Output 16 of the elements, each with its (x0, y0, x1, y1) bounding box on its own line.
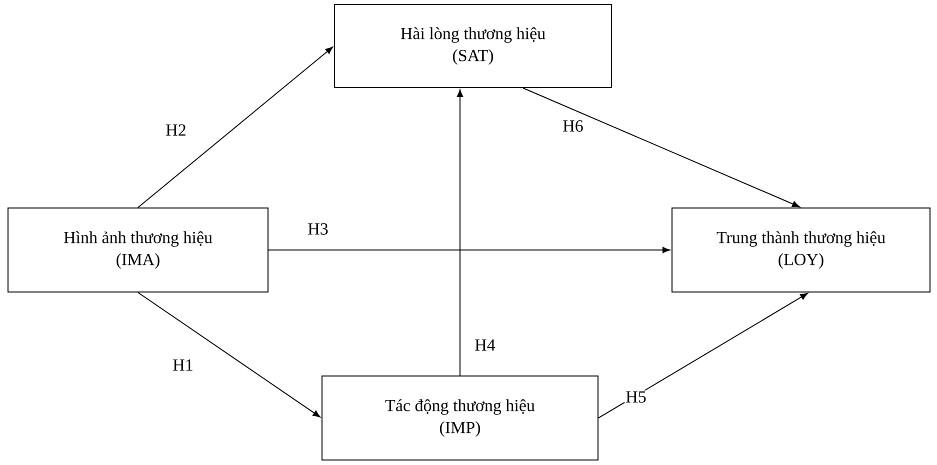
edge-label: H4 (474, 338, 496, 352)
concept-box: Trung thành thương hiệu (LOY) (672, 208, 930, 292)
arrow (138, 46, 333, 208)
arrow (522, 88, 800, 208)
edge-label: H2 (164, 123, 188, 137)
edge-label: H3 (306, 222, 330, 236)
concept-box: Tác động thương hiệu (IMP) (322, 375, 598, 460)
arrow (598, 293, 808, 418)
edge-label: H5 (624, 390, 648, 404)
edge-label: H1 (172, 358, 194, 372)
arrow (138, 292, 320, 418)
concept-box: Hài lòng thương hiệu (SAT) (334, 4, 612, 88)
arrow (268, 246, 670, 254)
concept-box: Hình ảnh thương hiệu (IMA) (8, 208, 268, 292)
edge-label: H6 (562, 119, 584, 133)
arrow (456, 89, 464, 376)
